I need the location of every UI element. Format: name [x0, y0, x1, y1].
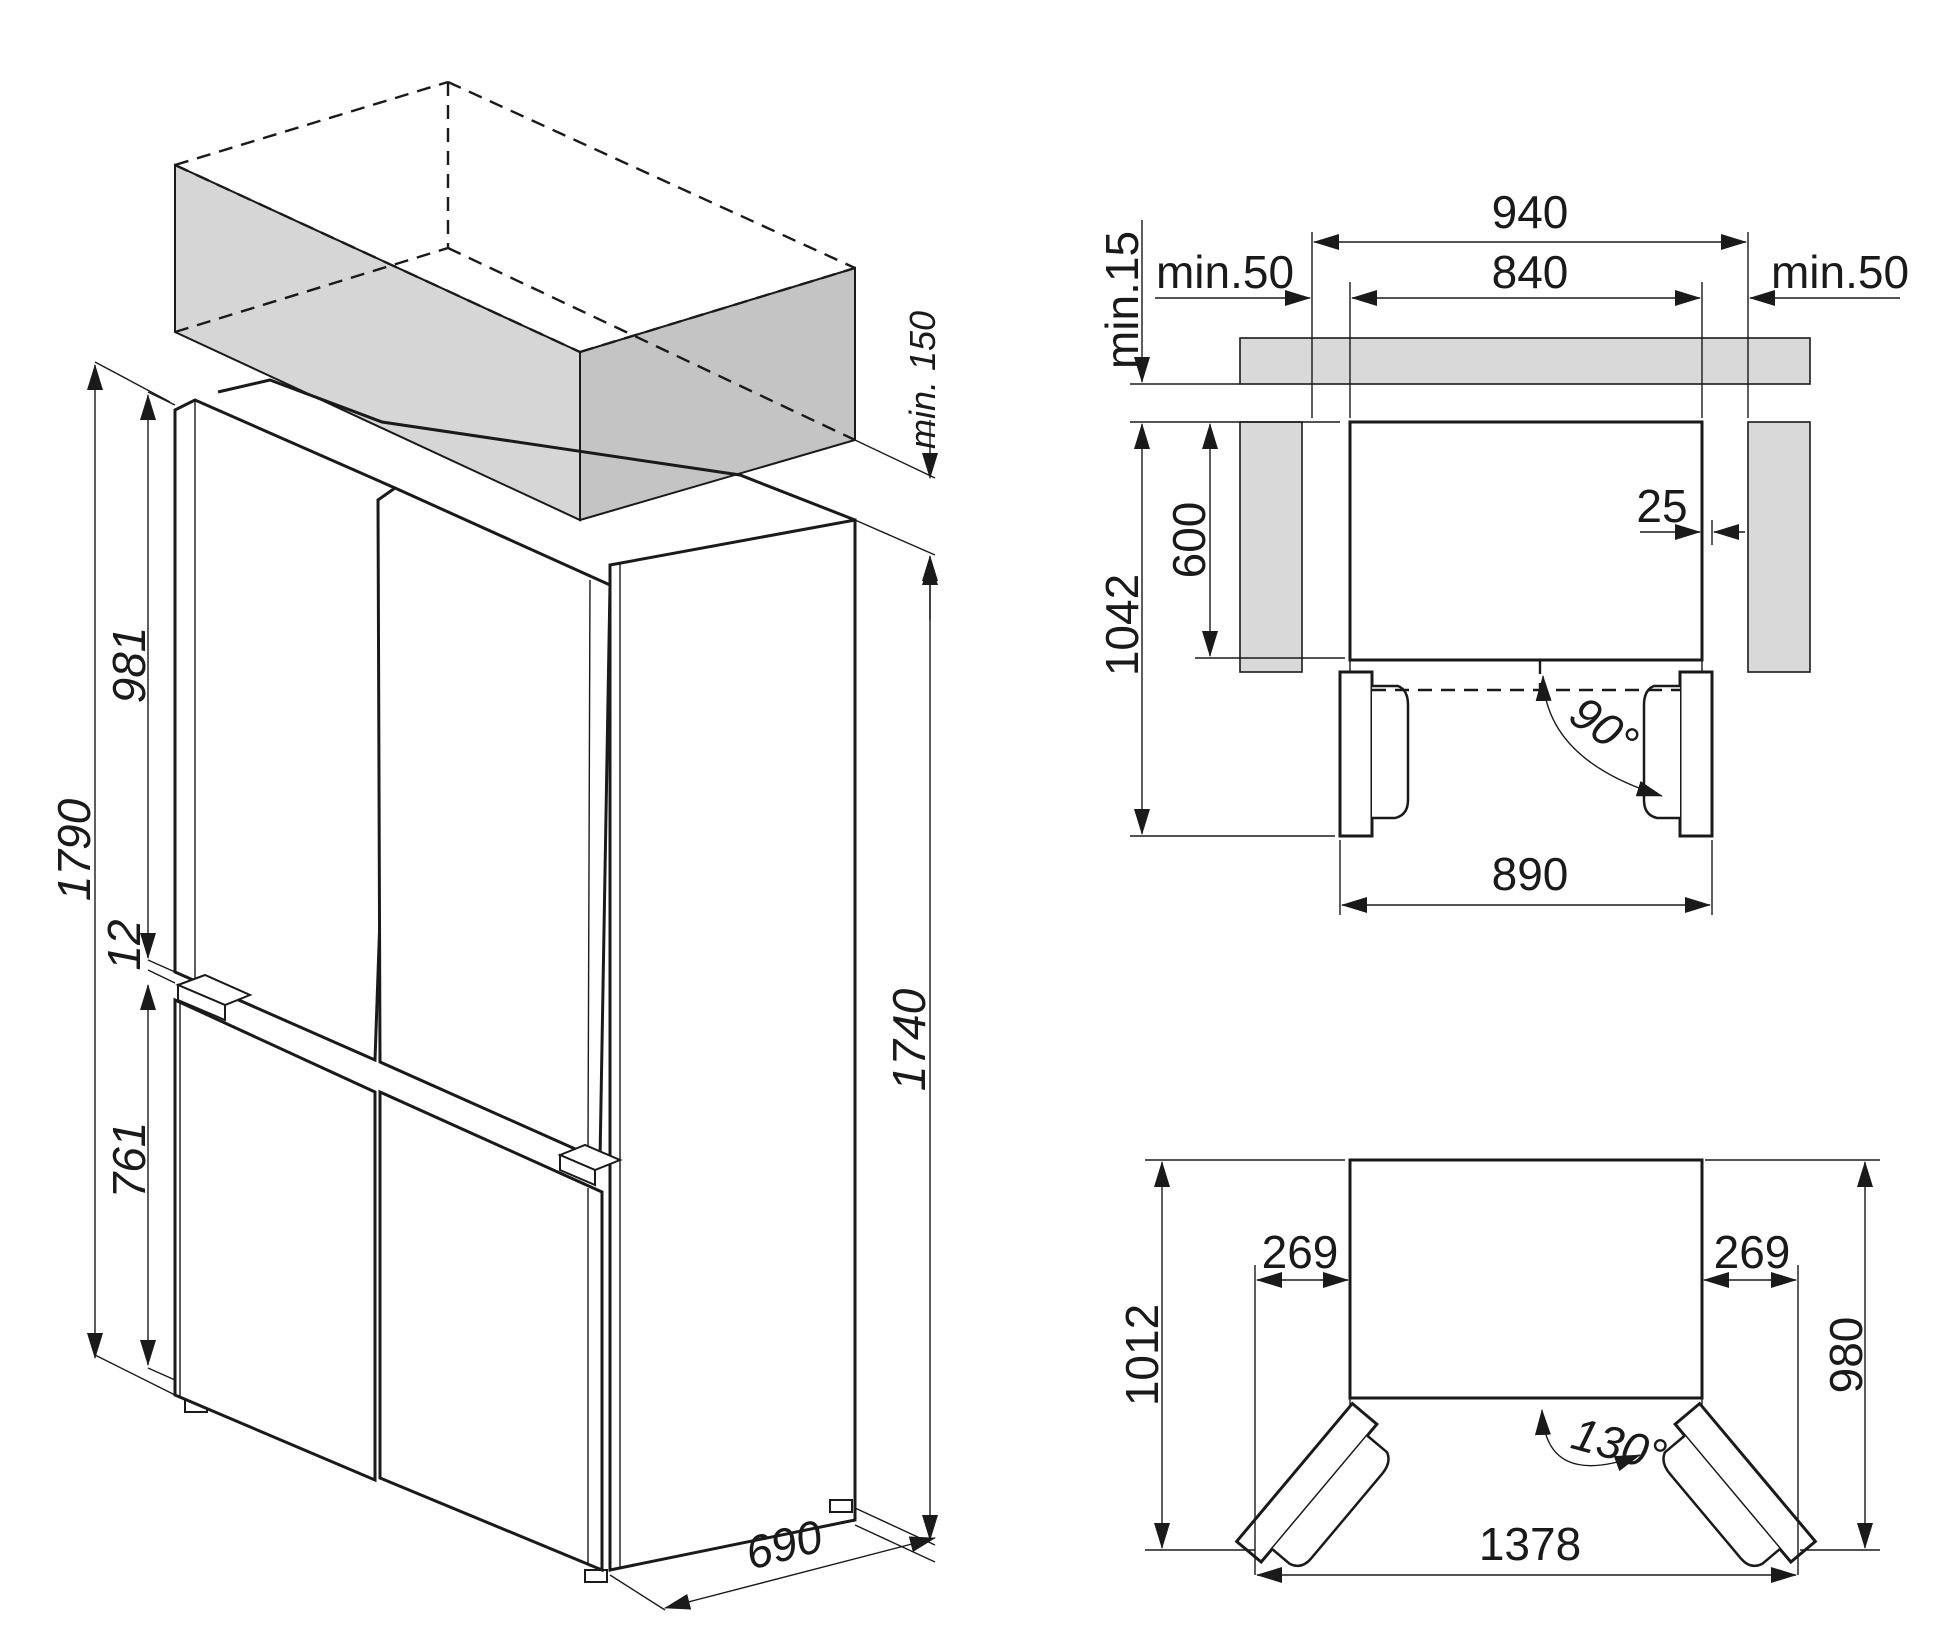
dim-1042: 1042 — [1096, 423, 1335, 837]
dim-upper-door: 981 — [103, 391, 176, 973]
dim-980-label: 980 — [1820, 1317, 1872, 1394]
dim-25: 25 — [1636, 480, 1745, 545]
top-view-130: 130° 1012 980 269 269 — [1116, 1158, 1880, 1583]
dim-761-label: 761 — [103, 1122, 155, 1199]
fridge-top-body — [1348, 420, 1704, 662]
dim-min50-left: min.50 — [1155, 246, 1311, 306]
dim-1042-label: 1042 — [1096, 574, 1148, 676]
dim-269-right-label: 269 — [1714, 1226, 1791, 1278]
dim-269-left: 269 — [1254, 1226, 1349, 1575]
dim-840: 840 — [1351, 246, 1701, 306]
upper-left-door — [173, 398, 397, 1063]
right-side-wall — [1747, 421, 1811, 673]
dim-600: 600 — [1163, 423, 1345, 659]
dim-840-label: 840 — [1492, 246, 1569, 298]
dim-min15: min.15 — [1096, 220, 1340, 423]
dim-269-left-label: 269 — [1262, 1226, 1339, 1278]
left-side-wall — [1239, 421, 1303, 673]
dim-12-label: 12 — [98, 919, 150, 970]
dim-25-label: 25 — [1636, 480, 1687, 532]
upper-right-door — [376, 486, 612, 1163]
right-door-130 — [1662, 1401, 1818, 1568]
dim-981-label: 981 — [103, 627, 155, 704]
dim-top-clearance: min. 150 — [854, 311, 943, 620]
dim-min50-right: min.50 — [1749, 246, 1909, 306]
dim-min50-right-label: min.50 — [1771, 246, 1909, 298]
doors-90: 90° — [1338, 660, 1714, 838]
dim-min15-label: min.15 — [1096, 231, 1148, 369]
dim-1790-label: 1790 — [48, 798, 100, 901]
dim-90deg-label: 90° — [1561, 686, 1648, 768]
top-clearance-box — [174, 80, 856, 522]
dim-890-label: 890 — [1492, 848, 1569, 900]
dim-940-label: 940 — [1492, 186, 1569, 238]
dim-980: 980 — [1705, 1159, 1880, 1551]
door-handles — [175, 973, 623, 1187]
fridge-body — [184, 378, 857, 1583]
dim-1012-label: 1012 — [1116, 1304, 1168, 1406]
dim-lower-door: 761 — [103, 984, 176, 1381]
dim-269-right: 269 — [1703, 1226, 1799, 1575]
dim-1740-label: 1740 — [883, 988, 935, 1091]
dim-940: 940 — [1313, 186, 1747, 250]
dim-gap: 12 — [98, 919, 176, 984]
dim-1378: 1378 — [1256, 1518, 1797, 1583]
isometric-view: 1790 981 12 761 min. 150 1740 — [48, 80, 943, 1611]
dim-130deg-label: 130° — [1566, 1407, 1671, 1482]
dim-1012: 1012 — [1116, 1159, 1345, 1551]
lower-right-door — [378, 1089, 604, 1573]
dim-min50-left-label: min.50 — [1156, 246, 1294, 298]
lower-left-door — [173, 997, 377, 1483]
back-wall — [1239, 337, 1811, 385]
dim-overall-height: 1790 — [48, 361, 176, 1396]
dim-1378-label: 1378 — [1479, 1518, 1581, 1570]
dim-body-height: 1740 — [854, 559, 938, 1546]
dim-600-label: 600 — [1163, 502, 1215, 579]
left-door-130 — [1234, 1401, 1390, 1568]
dim-890: 890 — [1339, 840, 1713, 915]
fridge-top-body-130 — [1348, 1158, 1704, 1400]
top-view-90: 90° 940 840 min.50 min.50 — [1096, 186, 1909, 915]
dim-min150-label: min. 150 — [902, 311, 943, 449]
